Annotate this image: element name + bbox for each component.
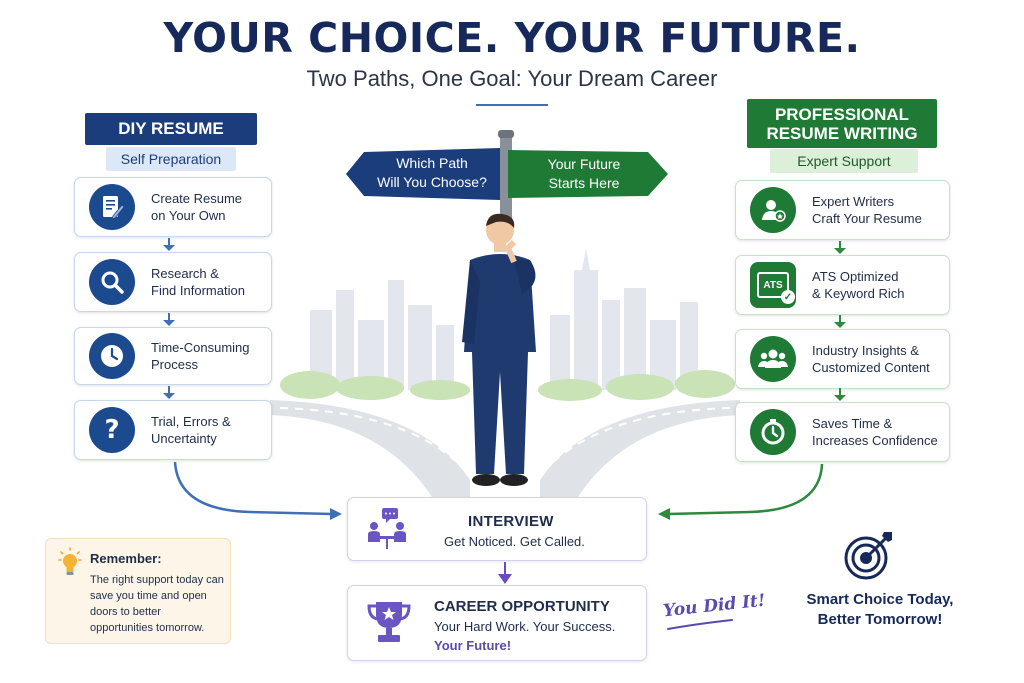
- pro-step-2-line2: & Keyword Rich: [812, 286, 905, 301]
- trophy-icon: [367, 602, 411, 642]
- diy-step-1-line2: on Your Own: [151, 208, 226, 223]
- road: [270, 400, 740, 510]
- interview-people-icon: [368, 508, 406, 549]
- career-line2: Your Future!: [434, 638, 512, 653]
- pro-expert-support-label: Expert Support: [770, 149, 918, 173]
- sign-left-line1: Which Path: [396, 155, 468, 171]
- professional-resume-badge: PROFESSIONAL RESUME WRITING: [747, 99, 937, 148]
- pro-step-industry-insights: Industry Insights & Customized Content: [735, 329, 950, 389]
- pro-step-1-line1: Expert Writers: [812, 194, 895, 209]
- sign-your-future: Your Future Starts Here: [508, 148, 668, 200]
- pro-badge-line1: PROFESSIONAL: [774, 104, 910, 124]
- diy-step-1-line1: Create Resume: [151, 191, 243, 206]
- remember-note: Remember: The right support today can sa…: [45, 538, 231, 644]
- diy-step-2-line2: Find Information: [151, 283, 245, 298]
- team-insights-icon: [750, 336, 796, 382]
- lightbulb-icon: [58, 547, 82, 575]
- diy-step-4-line1: Trial, Errors &: [151, 414, 231, 429]
- career-line1: Your Hard Work. Your Success.: [434, 619, 616, 634]
- diy-step-3-line1: Time-Consuming: [151, 340, 250, 355]
- expert-writer-icon: [750, 187, 796, 233]
- diy-step-uncertainty: ? Trial, Errors & Uncertainty: [74, 400, 272, 460]
- diy-self-preparation-label: Self Preparation: [106, 147, 236, 171]
- pro-step-arrows: [834, 241, 846, 401]
- sign-right-line2: Starts Here: [548, 175, 620, 191]
- pro-step-3-line1: Industry Insights &: [812, 343, 919, 358]
- career-title: CAREER OPPORTUNITY: [434, 598, 610, 615]
- businessman-figure: [462, 213, 536, 486]
- career-opportunity-box: CAREER OPPORTUNITY Your Hard Work. Your …: [347, 585, 647, 661]
- sign-which-path: Which Path Will You Choose?: [346, 146, 506, 202]
- diy-step-arrows: [163, 238, 175, 399]
- pro-to-interview-arrow: [658, 463, 824, 520]
- pro-step-4-line1: Saves Time &: [812, 416, 893, 431]
- pro-step-saves-time: Saves Time & Increases Confidence: [735, 402, 950, 462]
- diy-step-research: Research & Find Information: [74, 252, 272, 312]
- pro-step-expert-writers: Expert Writers Craft Your Resume: [735, 180, 950, 240]
- remember-body: The right support today can save you tim…: [90, 574, 224, 634]
- sign-left-line2: Will You Choose?: [377, 174, 487, 190]
- smart-line2: Better Tomorrow!: [817, 611, 943, 628]
- pro-step-3-line2: Customized Content: [812, 360, 930, 375]
- diy-step-create-resume: Create Resume on Your Own: [74, 177, 272, 237]
- interview-to-career-arrow: [498, 562, 512, 584]
- timer-icon: [750, 409, 796, 455]
- trees: [280, 370, 735, 401]
- page-subtitle: Two Paths, One Goal: Your Dream Career: [306, 66, 718, 91]
- sign-right-line1: Your Future: [547, 156, 621, 172]
- interview-box: INTERVIEW Get Noticed. Get Called.: [347, 497, 647, 561]
- document-edit-icon: [89, 184, 135, 230]
- page-title: YOUR CHOICE. YOUR FUTURE.: [163, 14, 861, 62]
- title-divider: [476, 104, 548, 106]
- smart-line1: Smart Choice Today,: [806, 591, 954, 608]
- smart-choice-tagline: Smart Choice Today, Better Tomorrow!: [796, 590, 964, 630]
- diy-step-3-line2: Process: [151, 357, 198, 372]
- target-icon: [844, 532, 892, 580]
- pro-step-4-line2: Increases Confidence: [812, 433, 938, 448]
- question-mark-icon: ?: [89, 407, 135, 453]
- ats-icon-text: ATS: [763, 279, 783, 291]
- diy-step-time-consuming: Time-Consuming Process: [74, 327, 272, 385]
- pro-step-2-line1: ATS Optimized: [812, 269, 899, 284]
- diy-resume-badge: DIY RESUME: [85, 113, 257, 145]
- interview-title: INTERVIEW: [468, 513, 554, 530]
- diy-step-2-line1: Research &: [151, 266, 219, 281]
- city-road-illustration: [270, 248, 740, 510]
- clock-icon: [89, 333, 135, 379]
- diy-to-interview-arrow: [173, 461, 342, 520]
- pro-step-ats-optimized: ATS ✓ ATS Optimized & Keyword Rich: [735, 255, 950, 315]
- magnifier-icon: [89, 259, 135, 305]
- you-did-it-text: You Did It!: [662, 590, 767, 622]
- remember-title: Remember:: [90, 551, 162, 566]
- diy-step-4-line2: Uncertainty: [151, 431, 217, 446]
- pro-badge-line2: RESUME WRITING: [766, 123, 918, 143]
- pro-step-1-line2: Craft Your Resume: [812, 211, 922, 226]
- you-did-it-underline: [667, 619, 733, 630]
- ats-check-icon: ATS ✓: [750, 262, 796, 308]
- interview-subtitle: Get Noticed. Get Called.: [444, 534, 585, 549]
